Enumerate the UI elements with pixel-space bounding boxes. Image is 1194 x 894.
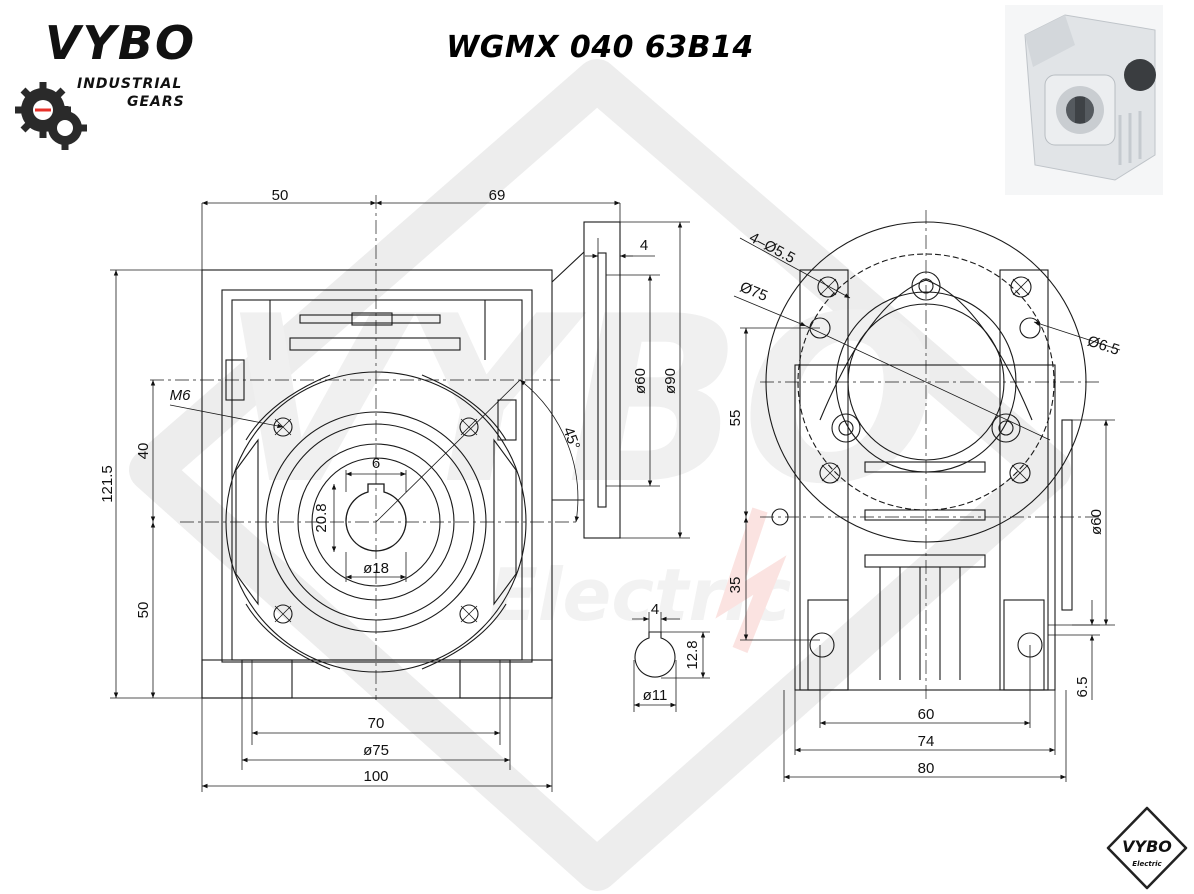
dim-thread: M6 — [170, 387, 191, 404]
brand-letters: VYBO — [45, 16, 197, 70]
dim-side-pilot: ø60 — [1088, 509, 1105, 535]
dim-keyway-width: 6 — [372, 455, 380, 472]
dim-bore-height: 20.8 — [313, 503, 330, 532]
dim-side-upper: 55 — [727, 410, 744, 427]
drawing-title: WGMX 040 63B14 — [446, 30, 754, 65]
brand-line1: INDUSTRIAL — [77, 76, 183, 92]
dim-shaft-key: 4 — [651, 601, 659, 618]
dim-side-inner-width: 60 — [918, 706, 935, 723]
shaft-detail: 4 12.8 ø11 — [632, 601, 710, 712]
watermark: VYBO Electric — [129, 59, 1071, 891]
flange-side-view: 4 ø60 ø90 — [551, 221, 690, 539]
dim-flange-thickness: 4 — [640, 237, 648, 254]
dim-overall-width: 100 — [363, 768, 388, 785]
dim-shaft-height: 12.8 — [684, 640, 701, 669]
gear-logo-icon — [15, 82, 87, 150]
dim-bolt-spacing: 70 — [368, 715, 385, 732]
dim-upper-height: 40 — [135, 443, 152, 460]
dim-angle: 45° — [559, 425, 583, 452]
dim-side-lower: 35 — [727, 577, 744, 594]
brand-logo: VYBO INDUSTRIAL GEARS — [5, 10, 205, 150]
dim-flange-outer: ø90 — [662, 368, 679, 394]
dim-overall-height: 121.5 — [99, 465, 116, 503]
dim-bore-diameter: ø18 — [363, 560, 389, 577]
gearbox-photo — [1005, 5, 1163, 195]
dim-top-left: 50 — [272, 187, 289, 204]
footer-badge-brand: VYBO — [1122, 837, 1172, 856]
footer-badge: VYBO Electric — [1106, 806, 1188, 890]
dim-side-foot-gap: 6.5 — [1074, 677, 1091, 698]
dim-lower-height: 50 — [135, 602, 152, 619]
watermark-brand: VYBO — [222, 268, 937, 535]
footer-badge-sub: Electric — [1132, 860, 1162, 868]
brand-line2: GEARS — [127, 94, 185, 110]
dim-side-hole-dia: Ø6.5 — [1085, 333, 1121, 359]
front-view: 50 69 121.5 40 50 M6 6 20.8 ø18 45° 70 ø… — [99, 187, 621, 792]
dim-shaft-diameter: ø11 — [643, 687, 668, 704]
dim-flange-pilot: ø60 — [632, 368, 649, 394]
dim-pitch-circle: ø75 — [363, 742, 389, 759]
dim-top-right: 69 — [489, 187, 506, 204]
dim-side-mid-width: 74 — [918, 733, 935, 750]
dim-side-outer-width: 80 — [918, 760, 935, 777]
